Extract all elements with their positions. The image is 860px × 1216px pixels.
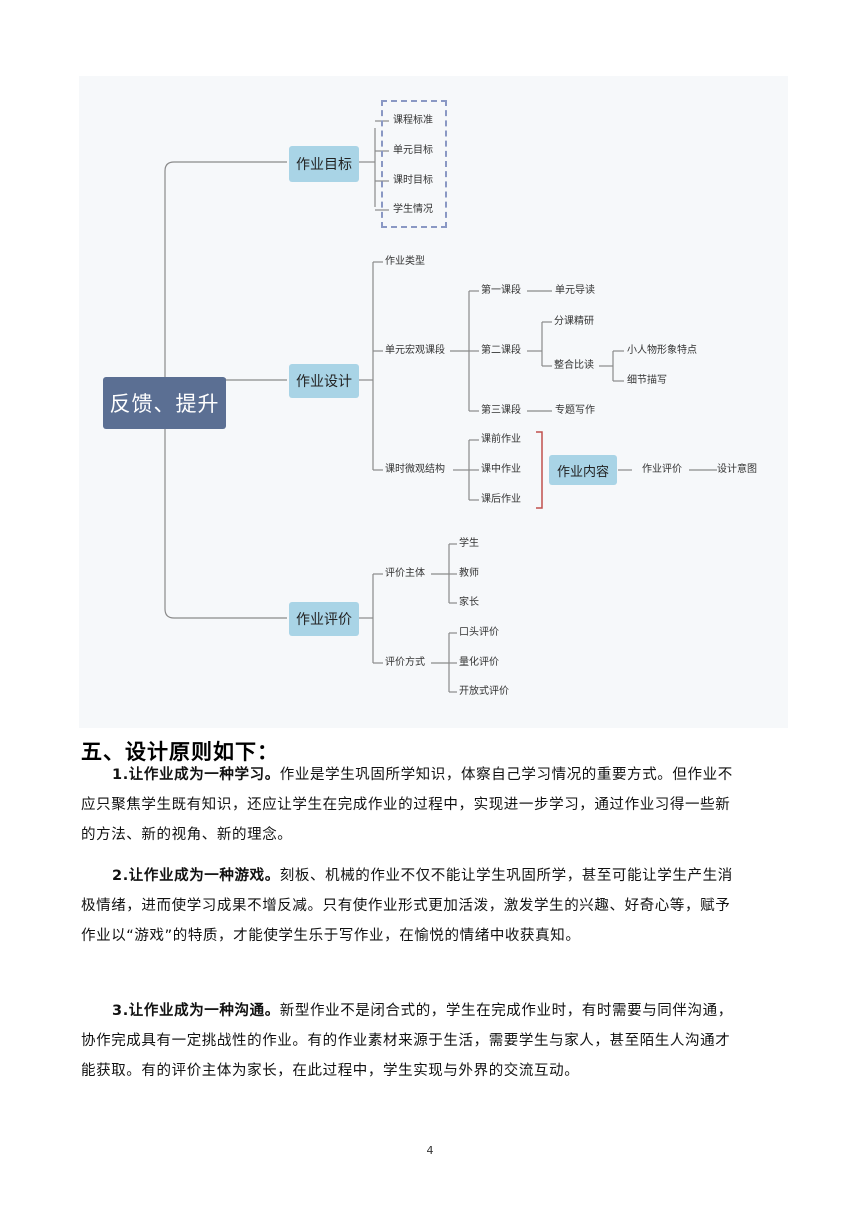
goal-items-dashed-box xyxy=(381,100,447,228)
principle-paragraph: 1.让作业成为一种学习。作业是学生巩固所学知识，体察自己学习情况的重要方式。但作… xyxy=(81,760,737,850)
subject-item: 学生 xyxy=(459,538,479,549)
principle-paragraph: 2.让作业成为一种游戏。刻板、机械的作业不仅不能让学生巩固所学，甚至可能让学生产… xyxy=(81,861,737,951)
method-item: 量化评价 xyxy=(459,657,499,668)
method-node: 评价方式 xyxy=(385,657,425,668)
subject-node: 评价主体 xyxy=(385,568,425,579)
goal-item: 学生情况 xyxy=(393,204,433,215)
micro-bracket xyxy=(536,431,543,509)
subject-item: 教师 xyxy=(459,568,479,579)
principle-paragraph: 3.让作业成为一种沟通。新型作业不是闭合式的，学生在完成作业时，有时需要与同伴沟… xyxy=(81,996,737,1086)
eval-node: 作业评价 xyxy=(642,464,682,475)
root-node: 反馈、提升 xyxy=(103,377,226,429)
stage1-node: 第一课段 xyxy=(481,285,521,296)
subject-item: 家长 xyxy=(459,597,479,608)
page-number: 4 xyxy=(426,1144,434,1157)
micro-item: 课前作业 xyxy=(481,434,521,445)
stage2-child: 整合比读 xyxy=(554,360,594,371)
stage3-child: 专题写作 xyxy=(555,405,595,416)
principle-title: 1.让作业成为一种学习。 xyxy=(112,767,280,783)
stage3-node: 第三课段 xyxy=(481,405,521,416)
compare-child: 小人物形象特点 xyxy=(627,345,697,356)
micro-item: 课后作业 xyxy=(481,494,521,505)
principle-title: 3.让作业成为一种沟通。 xyxy=(112,1003,280,1019)
evaluation-node: 作业评价 xyxy=(289,602,359,636)
micro-item: 课中作业 xyxy=(481,464,521,475)
section-heading: 五、设计原则如下： xyxy=(81,740,279,764)
goal-item: 单元目标 xyxy=(393,145,433,156)
mind-map-figure: 反馈、提升 作业目标 课程标准 单元目标 课时目标 学生情况 作业设计 作业类型… xyxy=(79,76,788,728)
goal-item: 课时目标 xyxy=(393,175,433,186)
principle-title: 2.让作业成为一种游戏。 xyxy=(112,868,280,884)
principle-body: 刻板、机械的作业不仅不能让学生巩固所学，甚至可能让学生产生消极情绪，进而使学习成… xyxy=(81,868,733,944)
stage1-child: 单元导读 xyxy=(555,285,595,296)
goal-node: 作业目标 xyxy=(289,146,359,182)
design-type: 作业类型 xyxy=(385,256,425,267)
micro-node: 课时微观结构 xyxy=(385,464,445,475)
macro-node: 单元宏观课段 xyxy=(385,345,445,356)
principle-body: 新型作业不是闭合式的，学生在完成作业时，有时需要与同伴沟通，协作完成具有一定挑战… xyxy=(81,1003,733,1079)
mind-map-connectors xyxy=(164,120,717,693)
principle-body: 作业是学生巩固所学知识，体察自己学习情况的重要方式。但作业不应只聚焦学生既有知识… xyxy=(81,767,733,843)
method-item: 开放式评价 xyxy=(459,686,509,697)
intent-node: 设计意图 xyxy=(717,464,757,475)
content-node: 作业内容 xyxy=(549,455,617,485)
goal-item: 课程标准 xyxy=(393,115,433,126)
stage2-node: 第二课段 xyxy=(481,345,521,356)
stage2-child: 分课精研 xyxy=(554,316,594,327)
method-item: 口头评价 xyxy=(459,627,499,638)
design-node: 作业设计 xyxy=(289,364,359,398)
compare-child: 细节描写 xyxy=(627,375,667,386)
